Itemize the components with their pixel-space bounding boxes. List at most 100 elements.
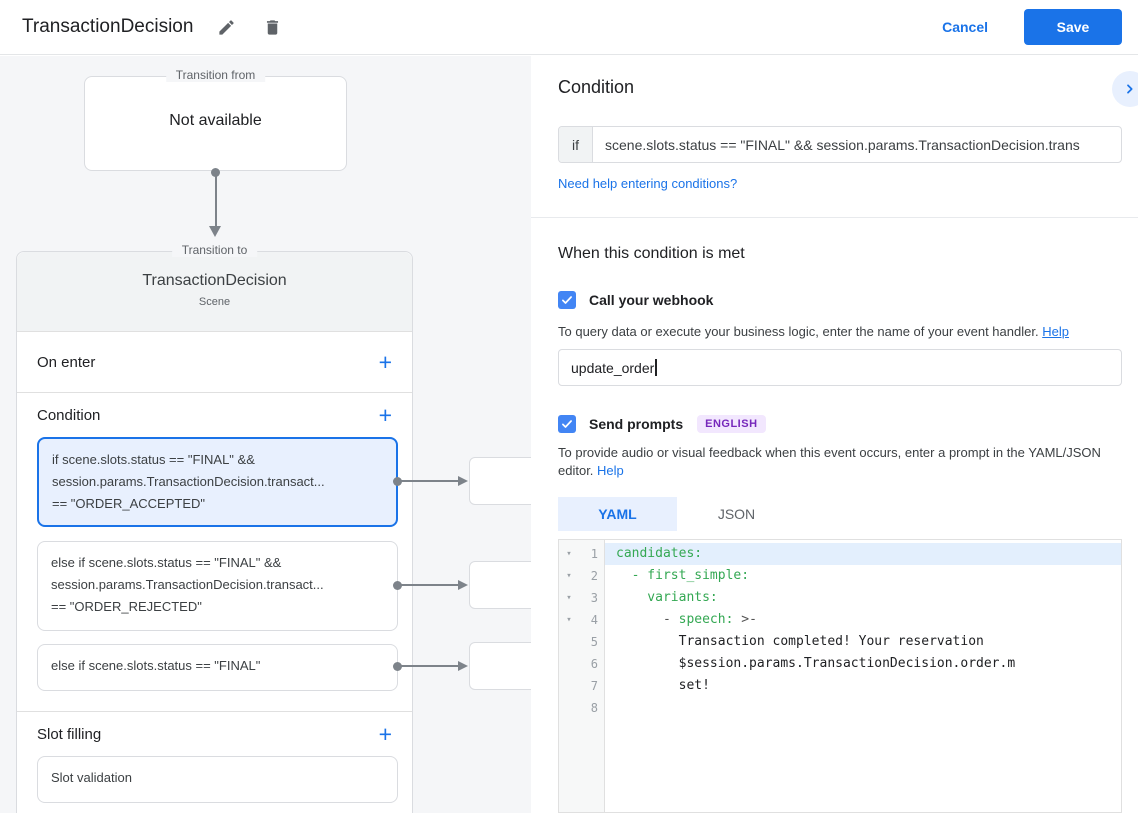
scene-flow-canvas: Transition from Not available Transition… <box>0 56 531 813</box>
connector-dot <box>393 581 402 590</box>
scene-node-header[interactable]: TransactionDecision Scene <box>17 252 412 332</box>
line-number: 3 <box>590 591 598 605</box>
page-title: TransactionDecision <box>22 16 194 37</box>
code-line-text: - first_simple: <box>616 568 750 583</box>
section-divider <box>17 711 412 712</box>
call-webhook-checkbox[interactable] <box>558 291 576 309</box>
connector-dot <box>393 477 402 486</box>
code-line: ▾ 3 variants: <box>559 587 1121 609</box>
send-prompts-row: Send prompts ENGLISH <box>558 415 766 433</box>
slot-validation-card[interactable]: Slot validation <box>37 756 398 803</box>
edit-button[interactable] <box>213 14 239 40</box>
line-number: 7 <box>590 679 598 693</box>
yaml-editor[interactable]: ▾ 1 candidates: ▾ 2 - first_simple: ▾ 3 … <box>558 539 1122 813</box>
connector-line <box>399 480 458 482</box>
tab-yaml[interactable]: YAML <box>558 497 677 531</box>
code-line-text: variants: <box>616 590 718 605</box>
condition-text-line: == "ORDER_REJECTED" <box>51 599 202 614</box>
on-enter-section: On enter + <box>17 332 412 392</box>
webhook-description: To query data or execute your business l… <box>558 324 1069 339</box>
condition-text-line: else if scene.slots.status == "FINAL" && <box>51 555 282 570</box>
line-number: 1 <box>590 547 598 561</box>
code-line: 6 $session.params.TransactionDecision.or… <box>559 653 1121 675</box>
code-line: 8 <box>559 697 1121 719</box>
code-line-text: - speech: >- <box>616 612 757 627</box>
send-prompts-label: Send prompts <box>589 416 684 432</box>
code-line: ▾ 4 - speech: >- <box>559 609 1121 631</box>
transition-from-text: Not available <box>169 111 262 129</box>
editor-tabs: YAML JSON <box>558 497 796 531</box>
if-prefix: if <box>559 127 593 162</box>
connector-line <box>215 173 217 226</box>
fold-arrow-icon[interactable]: ▾ <box>566 593 572 603</box>
when-condition-met-title: When this condition is met <box>558 245 745 262</box>
scene-node-title: TransactionDecision <box>142 272 287 289</box>
condition-section-title: Condition <box>37 406 101 424</box>
code-line-text: $session.params.TransactionDecision.orde… <box>616 656 1016 671</box>
code-line: ▾ 1 candidates: <box>559 543 1121 565</box>
connector-line <box>399 584 458 586</box>
add-on-enter-button[interactable]: + <box>373 351 398 374</box>
line-number: 5 <box>590 635 598 649</box>
add-condition-button[interactable]: + <box>373 404 398 427</box>
panel-title: Condition <box>558 77 635 97</box>
prompts-description: To provide audio or visual feedback when… <box>558 445 1101 478</box>
arrow-right-icon <box>458 661 468 671</box>
call-webhook-row: Call your webhook <box>558 291 713 309</box>
prompts-help-link[interactable]: Help <box>597 463 624 478</box>
condition-expression-value[interactable]: scene.slots.status == "FINAL" && session… <box>605 136 1080 153</box>
checkmark-icon <box>562 296 572 304</box>
code-line-text <box>605 697 1121 719</box>
panel-divider <box>531 217 1138 218</box>
text-cursor <box>655 359 657 376</box>
condition-text-line: else if scene.slots.status == "FINAL" <box>51 658 261 673</box>
scene-node: Transition to TransactionDecision Scene … <box>16 243 413 813</box>
pencil-icon <box>219 19 234 35</box>
checkmark-icon <box>562 420 572 428</box>
transition-to-label: Transition to <box>171 243 258 257</box>
condition-help-link[interactable]: Need help entering conditions? <box>558 176 738 191</box>
slot-filling-section-header: Slot filling + <box>17 712 412 756</box>
connector-dot <box>211 168 220 177</box>
slot-validation-text: Slot validation <box>51 770 132 785</box>
save-button[interactable]: Save <box>1024 9 1122 45</box>
fold-arrow-icon[interactable]: ▾ <box>566 615 572 625</box>
section-divider <box>17 392 412 393</box>
fold-arrow-icon[interactable]: ▾ <box>566 549 572 559</box>
condition-detail-panel: Condition if scene.slots.status == "FINA… <box>531 55 1138 813</box>
transition-from-label: Transition from <box>165 68 266 82</box>
arrow-right-icon <box>458 476 468 486</box>
add-slot-button[interactable]: + <box>373 723 398 746</box>
line-number: 2 <box>590 569 598 583</box>
chevron-right-icon <box>1127 84 1133 94</box>
condition-text-line: == "ORDER_ACCEPTED" <box>52 496 205 511</box>
code-line-text: Transaction completed! Your reservation <box>616 634 984 649</box>
condition-card-final[interactable]: else if scene.slots.status == "FINAL" <box>37 644 398 691</box>
transition-target-node[interactable] <box>469 561 531 609</box>
code-line-text: set! <box>616 678 710 693</box>
collapse-panel-button[interactable] <box>1112 71 1138 107</box>
code-line: 7 set! <box>559 675 1121 697</box>
transition-target-node[interactable] <box>469 642 531 690</box>
send-prompts-checkbox[interactable] <box>558 415 576 433</box>
code-line-text: candidates: <box>605 543 1121 565</box>
language-badge: ENGLISH <box>697 415 766 433</box>
transition-target-node[interactable] <box>469 457 531 505</box>
condition-text-line: if scene.slots.status == "FINAL" && <box>52 452 255 467</box>
condition-expression-field[interactable]: if scene.slots.status == "FINAL" && sess… <box>558 126 1122 163</box>
line-number: 8 <box>590 701 598 715</box>
on-enter-title: On enter <box>37 353 96 371</box>
scene-node-type: Scene <box>198 296 231 308</box>
condition-card-accepted[interactable]: if scene.slots.status == "FINAL" && sess… <box>37 437 398 527</box>
tab-json[interactable]: JSON <box>717 506 756 522</box>
fold-arrow-icon[interactable]: ▾ <box>566 571 572 581</box>
transition-from-node: Transition from Not available <box>84 68 347 171</box>
editor-gutter <box>559 540 605 812</box>
webhook-help-link[interactable]: Help <box>1042 324 1069 339</box>
condition-card-rejected[interactable]: else if scene.slots.status == "FINAL" &&… <box>37 541 398 631</box>
delete-button[interactable] <box>259 14 285 40</box>
webhook-input[interactable]: update_order <box>558 349 1122 386</box>
cancel-button[interactable]: Cancel <box>942 19 988 35</box>
call-webhook-label: Call your webhook <box>589 292 714 308</box>
slot-filling-title: Slot filling <box>37 725 102 743</box>
